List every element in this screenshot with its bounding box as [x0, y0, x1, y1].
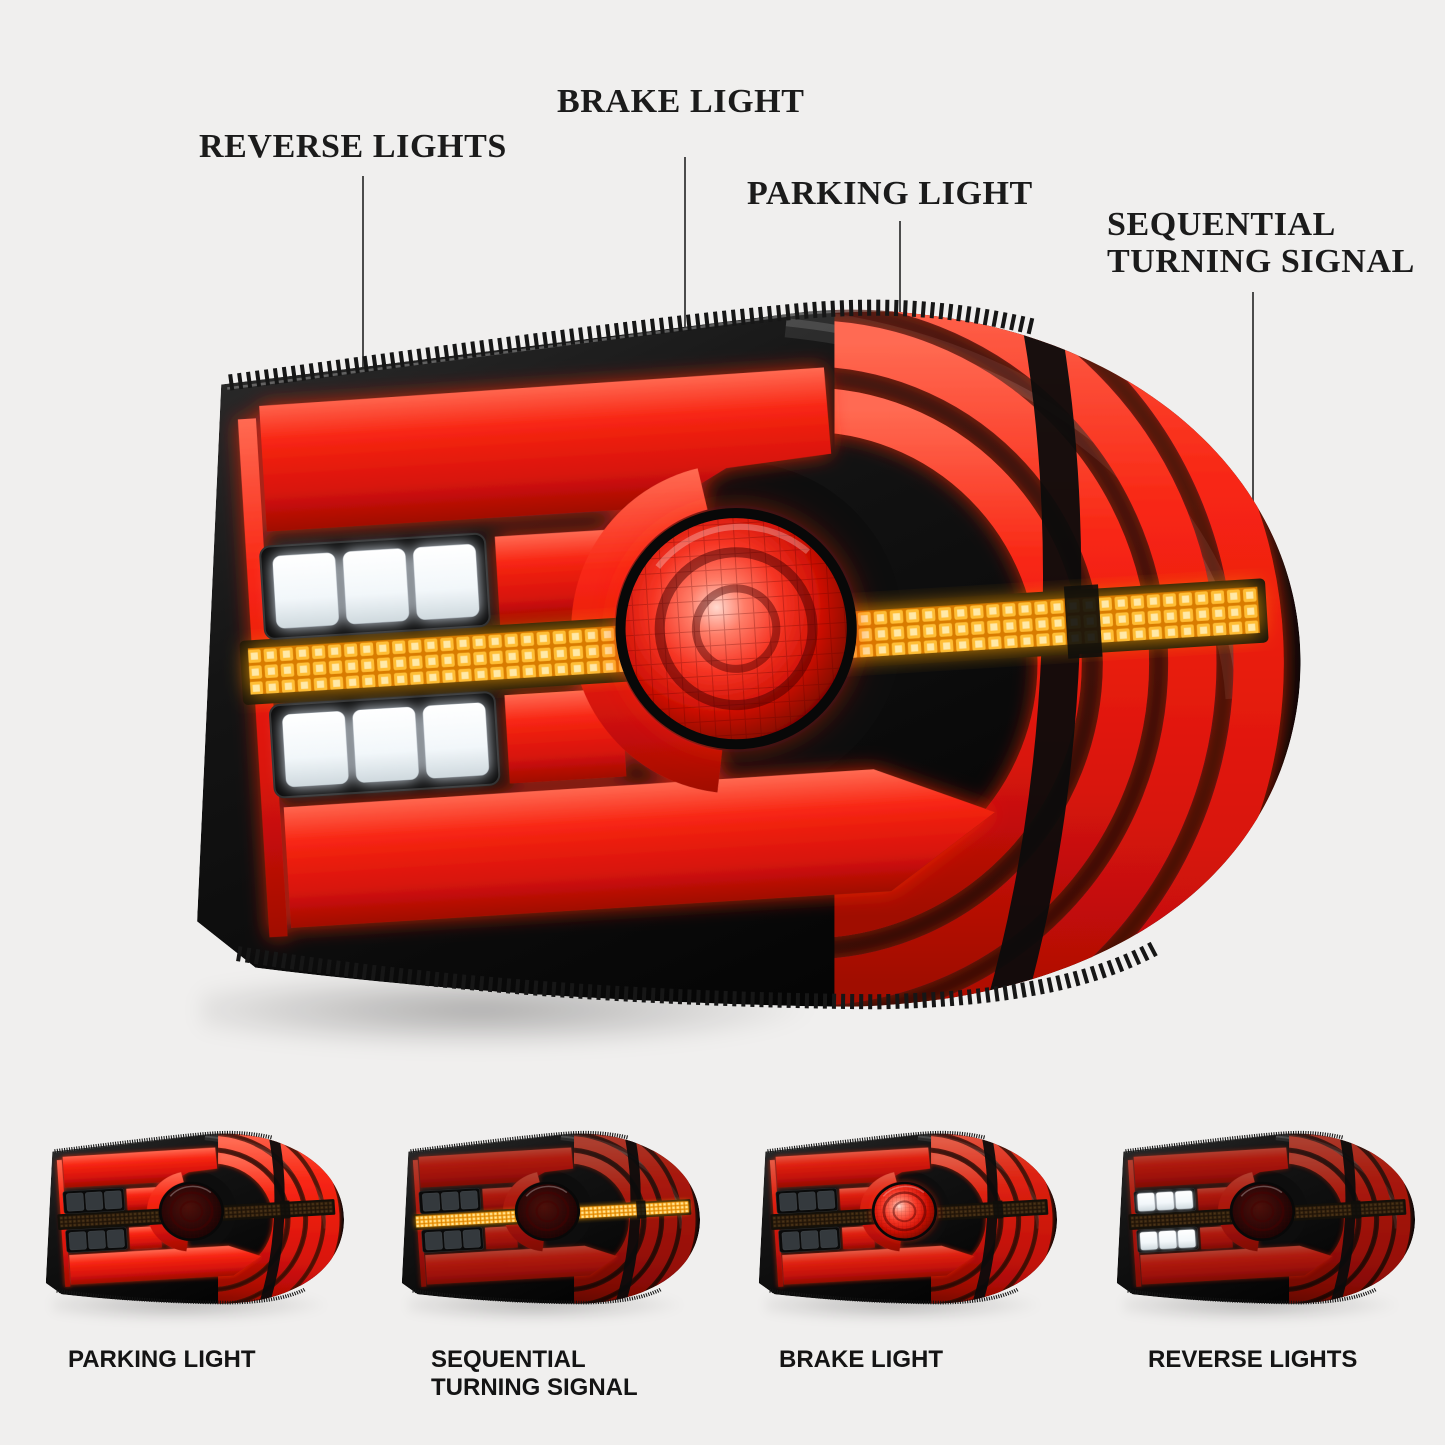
thumbnail-shadow — [408, 1288, 688, 1322]
thumbnail-shadow — [1123, 1288, 1403, 1322]
thumbnail-brake-light: BRAKE LIGHT — [755, 1130, 1062, 1373]
thumbnail-label-reverse-lights: REVERSE LIGHTS — [1148, 1346, 1357, 1374]
taillight-photo-brake-mode — [755, 1130, 1062, 1310]
thumbnail-shadow — [52, 1288, 332, 1322]
thumbnail-label-line: TURNING SIGNAL — [431, 1374, 638, 1401]
thumbnail-parking-light: PARKING LIGHT — [42, 1130, 349, 1373]
callout-sequential-line1: SEQUENTIAL — [1107, 206, 1336, 243]
thumbnail-label-line: SEQUENTIAL — [431, 1346, 586, 1373]
thumbnail-label-sequential-turning-signal: SEQUENTIAL TURNING SIGNAL — [431, 1346, 638, 1402]
thumbnail-shadow — [765, 1288, 1045, 1322]
thumbnail-label-line: PARKING LIGHT — [68, 1346, 256, 1373]
taillight-photo-parking-mode — [42, 1130, 349, 1310]
thumbnail-label-brake-light: BRAKE LIGHT — [779, 1346, 943, 1374]
thumbnail-reverse-lights: REVERSE LIGHTS — [1113, 1130, 1420, 1373]
leader-line-sequential-turning-signal — [1252, 292, 1254, 560]
callout-sequential-turning-signal-label: SEQUENTIAL TURNING SIGNAL — [1107, 206, 1415, 280]
thumbnail-label-parking-light: PARKING LIGHT — [68, 1346, 256, 1374]
callout-parking-light-label: PARKING LIGHT — [747, 175, 1033, 212]
taillight-photo-reverse-mode — [1113, 1130, 1420, 1310]
thumbnail-label-line: REVERSE LIGHTS — [1148, 1346, 1358, 1373]
taillight-photo-main — [183, 296, 1319, 1032]
taillight-photo-turn-signal-mode — [398, 1130, 705, 1310]
callout-reverse-lights-label: REVERSE LIGHTS — [199, 128, 507, 165]
callout-sequential-line2: TURNING SIGNAL — [1107, 243, 1415, 280]
callout-brake-light-label: BRAKE LIGHT — [557, 83, 805, 120]
thumbnail-sequential-turning-signal: SEQUENTIAL TURNING SIGNAL — [398, 1130, 705, 1401]
thumbnail-label-line: BRAKE LIGHT — [779, 1346, 943, 1373]
